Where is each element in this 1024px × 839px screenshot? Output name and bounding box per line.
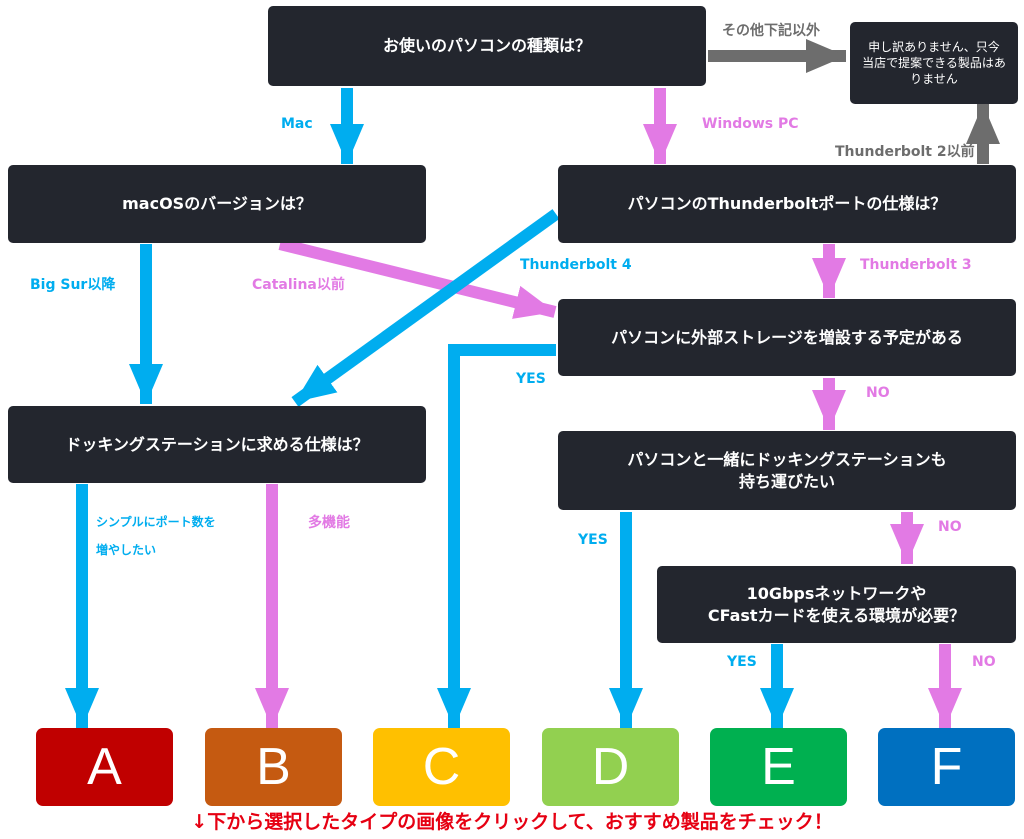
result-c-letter: C — [422, 738, 461, 796]
label-multi-function: 多機能 — [308, 515, 350, 531]
label-network-no: NO — [972, 654, 996, 670]
question-external-storage: パソコンに外部ストレージを増設する予定がある — [558, 299, 1016, 376]
label-simple-ports: シンプルにポート数を 増やしたい — [96, 515, 216, 557]
label-thunderbolt-2: Thunderbolt 2以前 — [835, 144, 975, 160]
label-mac: Mac — [281, 116, 313, 132]
question-macos-version-text: macOSのバージョンは？ — [122, 194, 312, 213]
arrow-storage-yes — [437, 344, 556, 728]
result-f-button[interactable]: F — [878, 728, 1015, 806]
label-carry-no: NO — [938, 519, 962, 535]
result-e-letter: E — [761, 738, 796, 796]
sorry-message-text: 申し訳ありません、只今 当店で提案できる製品はあ りません — [862, 40, 1006, 86]
question-pc-type-text: お使いのパソコンの種類は？ — [382, 36, 591, 55]
label-other: その他下記以外 — [722, 23, 820, 39]
result-d-letter: D — [591, 738, 630, 796]
question-network-cfast: 10Gbpsネットワークや CFastカードを使える環境が必要？ — [657, 566, 1016, 643]
question-thunderbolt-port: パソコンのThunderboltポートの仕様は？ — [558, 165, 1016, 243]
question-pc-type: お使いのパソコンの種類は？ — [268, 6, 706, 86]
arrow-tb4 — [291, 209, 560, 407]
result-b-button[interactable]: B — [205, 728, 342, 806]
sorry-message-box: 申し訳ありません、只今 当店で提案できる製品はあ りません — [850, 22, 1018, 104]
label-windows: Windows PC — [702, 116, 799, 132]
result-d-button[interactable]: D — [542, 728, 679, 806]
result-a-button[interactable]: A — [36, 728, 173, 806]
question-carry-dock-text: パソコンと一緒にドッキングステーションも 持ち運びたい — [627, 449, 947, 491]
question-network-cfast-text: 10Gbpsネットワークや CFastカードを使える環境が必要？ — [707, 583, 966, 625]
result-c-button[interactable]: C — [373, 728, 510, 806]
label-big-sur: Big Sur以降 — [30, 277, 116, 293]
question-external-storage-text: パソコンに外部ストレージを増設する予定がある — [611, 327, 963, 347]
label-carry-yes: YES — [578, 532, 608, 548]
label-catalina: Catalina以前 — [252, 277, 345, 293]
label-thunderbolt-3: Thunderbolt 3 — [860, 257, 972, 273]
result-a-letter: A — [87, 738, 122, 796]
label-network-yes: YES — [727, 654, 757, 670]
result-b-letter: B — [256, 738, 291, 796]
result-e-button[interactable]: E — [710, 728, 847, 806]
result-f-letter: F — [930, 738, 963, 796]
label-storage-yes: YES — [516, 371, 546, 387]
question-dock-spec: ドッキングステーションに求める仕様は？ — [8, 406, 426, 483]
question-carry-dock: パソコンと一緒にドッキングステーションも 持ち運びたい — [558, 431, 1016, 510]
label-storage-no: NO — [866, 385, 890, 401]
arrow-catalina — [278, 238, 557, 319]
label-thunderbolt-4: Thunderbolt 4 — [520, 257, 632, 273]
footer-instruction: ↓下から選択したタイプの画像をクリックして、おすすめ製品をチェック！ — [191, 811, 833, 833]
question-thunderbolt-port-text: パソコンのThunderboltポートの仕様は？ — [627, 194, 947, 213]
question-macos-version: macOSのバージョンは？ — [8, 165, 426, 243]
question-dock-spec-text: ドッキングステーションに求める仕様は？ — [65, 434, 369, 454]
